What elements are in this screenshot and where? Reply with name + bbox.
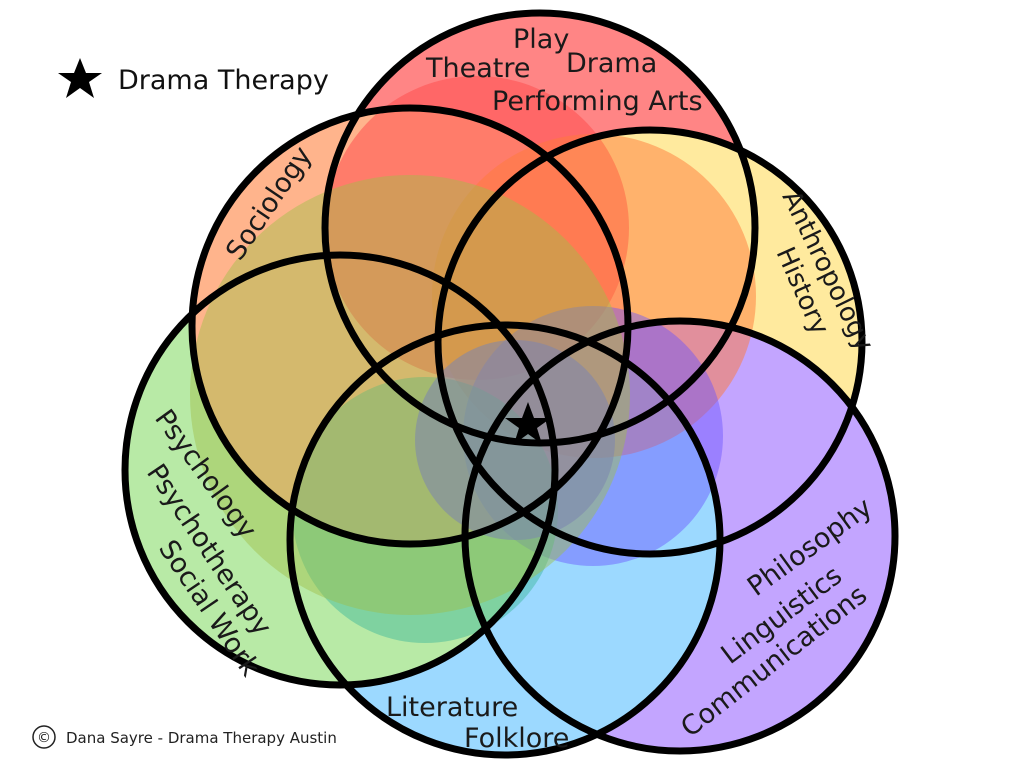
copyright-symbol: ©: [37, 730, 51, 746]
copyright-icon: [32, 725, 56, 749]
legend-label: Drama Therapy: [118, 65, 329, 96]
outline-psychology: [121, 251, 559, 689]
label-theatre: Theatre: [425, 53, 530, 84]
outline-sociology: [188, 104, 632, 548]
label-folklore: Folklore: [464, 723, 569, 754]
outline-anthropology: [434, 126, 866, 558]
label-drama: Drama: [566, 48, 657, 79]
center-star-icon: [505, 402, 551, 444]
credit: © Dana Sayre - Drama Therapy Austin: [32, 725, 337, 749]
legend-star-icon: [58, 58, 102, 98]
label-literature: Literature: [386, 692, 518, 723]
outline-literature: [286, 321, 724, 759]
outline-arts: [321, 9, 759, 447]
credit-text: Dana Sayre - Drama Therapy Austin: [66, 729, 337, 747]
label-performing-arts: Performing Arts: [492, 86, 703, 117]
label-play: Play: [513, 24, 569, 55]
venn-outlines: [121, 9, 899, 759]
legend: Drama Therapy: [58, 58, 329, 98]
